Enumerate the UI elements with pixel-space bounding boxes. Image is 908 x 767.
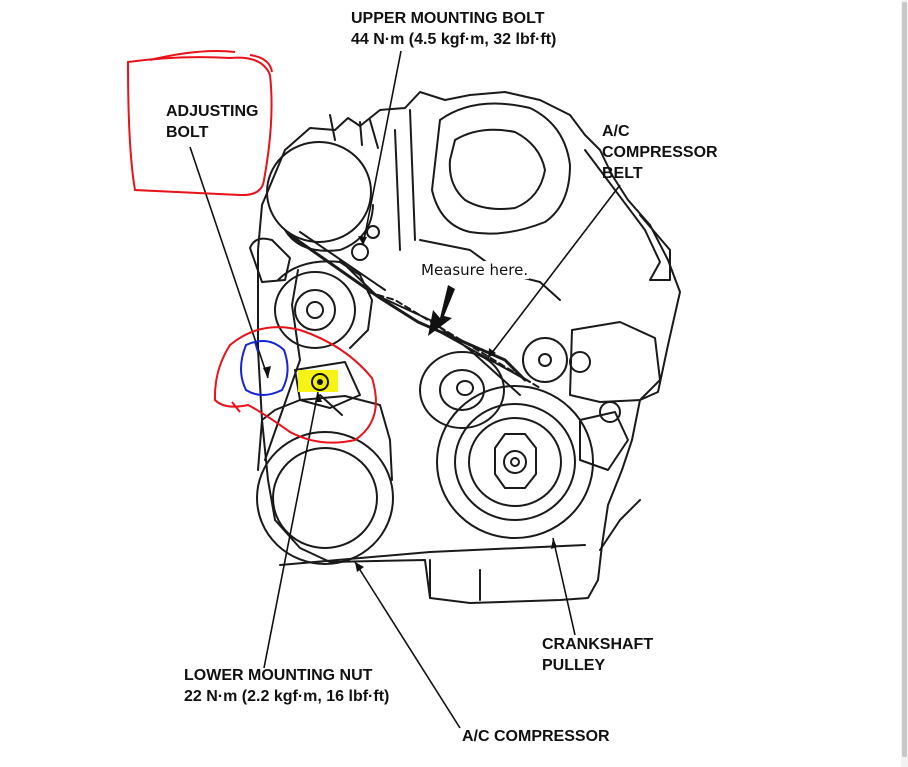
ac-compressor-label: A/C COMPRESSOR bbox=[462, 728, 610, 745]
upper-mounting-bolt-label: UPPER MOUNTING BOLT 44 N·m (4.5 kgf·m, 3… bbox=[351, 10, 557, 48]
lower-mounting-nut-label: LOWER MOUNTING NUT 22 N·m (2.2 kgf·m, 16… bbox=[184, 667, 390, 705]
ac-compressor-belt-label: A/C COMPRESSOR BELT bbox=[602, 123, 718, 182]
measure-here-label: Measure here. bbox=[420, 261, 530, 279]
measure-arrow bbox=[428, 285, 455, 336]
crankshaft-pulley-label: CRANKSHAFT PULLEY bbox=[542, 636, 654, 674]
blue-circle-annotation bbox=[240, 340, 289, 396]
engine-block-outline bbox=[257, 91, 681, 604]
red-circle-annotation bbox=[213, 326, 377, 444]
scrollbar-thumb[interactable] bbox=[902, 2, 907, 757]
ac-compressor-belt bbox=[264, 259, 531, 461]
red-box-annotation bbox=[126, 56, 273, 197]
vertical-scrollbar[interactable] bbox=[901, 0, 908, 767]
adjusting-bolt-label: ADJUSTING BOLT bbox=[166, 103, 259, 141]
